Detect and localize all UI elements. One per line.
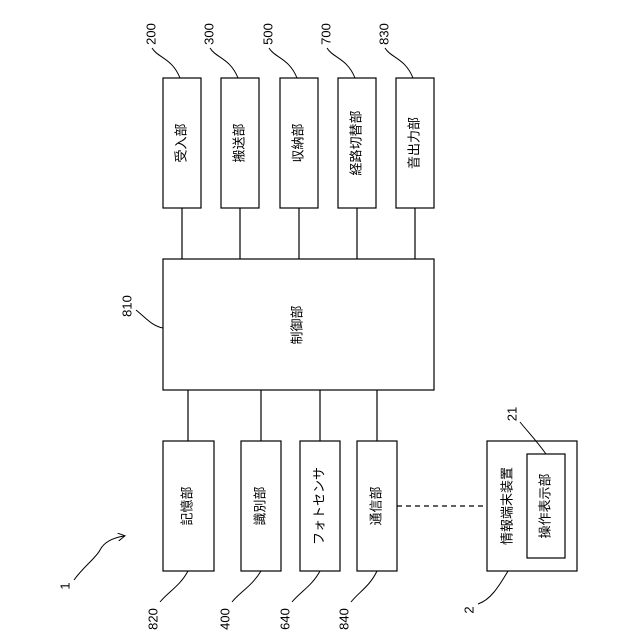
block-label: 制御部 xyxy=(291,305,306,344)
block-sound-output-unit: 音出力部 xyxy=(396,78,434,208)
block-receiving-unit: 受入部 xyxy=(163,78,201,208)
ref-number: 810 xyxy=(119,295,134,317)
leader-line xyxy=(327,48,355,78)
block-communication-unit: 通信部 xyxy=(357,441,397,571)
block-information-terminal: 情報端末装置 操作表示部 xyxy=(487,441,577,571)
block-label: 通信部 xyxy=(370,486,385,525)
block-label: 経路切替部 xyxy=(349,110,365,175)
block-label: 音出力部 xyxy=(407,117,423,169)
ref-number: 21 xyxy=(504,407,519,421)
leader-line xyxy=(210,48,238,78)
block-label: 操作表示部 xyxy=(538,473,554,538)
ref-number: 640 xyxy=(277,608,292,630)
leader-line xyxy=(160,571,188,602)
system-arrow xyxy=(74,536,124,580)
ref-number: 820 xyxy=(145,608,160,630)
leader-line xyxy=(152,48,180,78)
leader-line xyxy=(351,571,377,602)
ref-number: 400 xyxy=(217,608,232,630)
block-memory-unit: 記憶部 xyxy=(163,441,214,571)
ref-number: 840 xyxy=(336,608,351,630)
leader-line xyxy=(292,571,320,602)
block-label: 情報端末装置 xyxy=(501,467,516,545)
leader-line xyxy=(478,571,508,604)
block-photosensor: フォトセンサ xyxy=(300,441,340,571)
ref-number: 830 xyxy=(376,23,391,45)
leader-line xyxy=(136,310,163,328)
block-label: 記憶部 xyxy=(180,486,196,525)
block-label: フォトセンサ xyxy=(313,467,328,545)
ref-number: 200 xyxy=(143,23,158,45)
leader-line xyxy=(269,48,297,78)
block-label: 識別部 xyxy=(254,486,269,525)
block-label: 搬送部 xyxy=(233,123,248,162)
ref-number: 1 xyxy=(57,582,72,589)
leader-line xyxy=(385,48,413,78)
block-transport-unit: 搬送部 xyxy=(221,78,259,208)
block-controller: 制御部 xyxy=(163,259,434,390)
leader-line xyxy=(232,571,261,602)
ref-number: 2 xyxy=(461,606,476,613)
block-identification-unit: 識別部 xyxy=(241,441,281,571)
ref-number: 500 xyxy=(260,23,275,45)
block-storage-unit: 収納部 xyxy=(280,78,318,208)
block-path-switching-unit: 経路切替部 xyxy=(338,78,376,208)
block-label: 受入部 xyxy=(175,123,190,162)
ref-number: 300 xyxy=(201,23,216,45)
block-label: 収納部 xyxy=(292,123,307,162)
ref-number: 700 xyxy=(318,23,333,45)
